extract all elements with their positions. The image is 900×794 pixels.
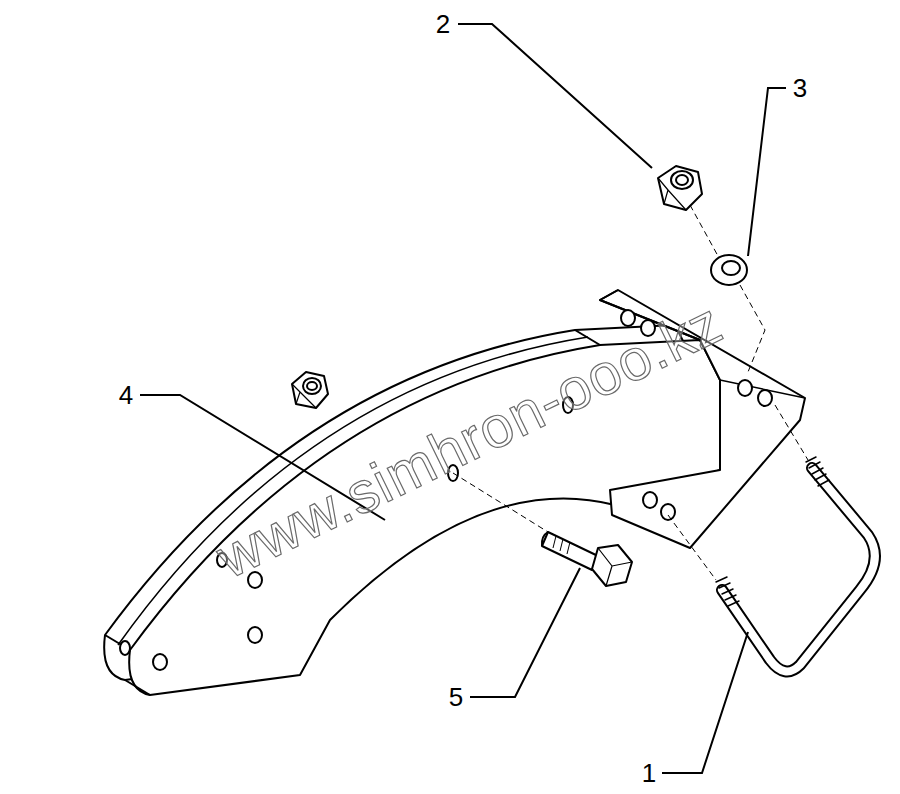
callout-number: 2 bbox=[436, 11, 450, 37]
u-bolt bbox=[716, 457, 875, 671]
callout-number: 5 bbox=[449, 684, 463, 710]
callout-number: 1 bbox=[642, 760, 656, 786]
washer bbox=[711, 255, 747, 285]
leader-line bbox=[140, 24, 786, 773]
hex-bolt bbox=[542, 532, 632, 586]
callout-number: 3 bbox=[793, 75, 807, 101]
callout-number: 4 bbox=[119, 382, 133, 408]
hex-nut bbox=[292, 372, 328, 408]
hex-nut bbox=[658, 166, 702, 210]
